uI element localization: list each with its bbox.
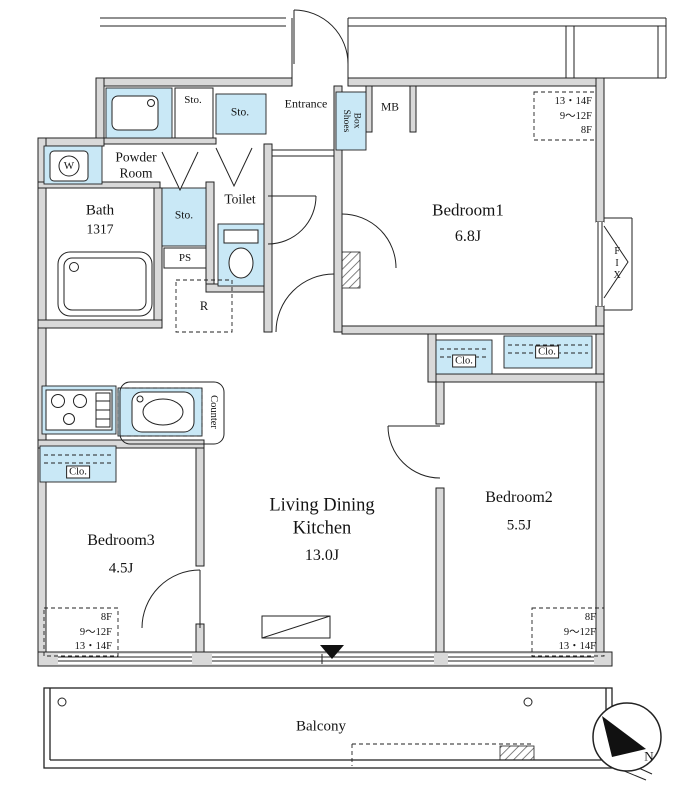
floor-annotation-bottom-right: 8F 9〜12F 13・14F [534,611,596,655]
floor-annotation-top-right: 13・14F 9〜12F 8F [534,95,592,139]
windows [58,217,633,664]
fix-window-bay [603,217,633,311]
annotation-box-bottom-left [43,607,119,657]
refrigerator-label: R [199,299,209,313]
ldk-label-line2: Kitchen [292,518,352,539]
annotation-line: 8F [100,612,112,623]
ldk-size: 13.0J [304,547,340,565]
washbasin-icon [111,95,159,131]
counter-label: Counter [207,395,219,429]
storage-label-3: Sto. [174,209,194,222]
doors [141,9,441,629]
washer-label: W [63,159,75,172]
bath-size: 1317 [86,221,114,237]
compass-needle-icon [602,716,646,757]
toilet-icon [223,229,259,244]
compass [592,702,662,772]
bedroom3-label: Bedroom3 [87,532,155,550]
fix-window-label: FIX [611,246,623,282]
bedroom1-size: 6.8J [454,228,482,246]
floor-annotation-bottom-left: 8F 9〜12F 13・14F [46,611,112,655]
annotation-line: 9〜12F [79,626,112,638]
toilet-label: Toilet [224,191,256,207]
annotation-box-top-right [533,91,597,141]
bedroom1-label: Bedroom1 [432,200,504,220]
storage-label-1: Sto. [184,93,202,106]
entry-direction-marker [320,645,344,659]
annotation-line: 13・14F [554,96,592,107]
annotation-line: 13・14F [74,641,112,652]
annotation-line: 8F [580,125,592,136]
hatched-elements [341,251,535,761]
compass-north-label: N [644,748,654,764]
balcony-label: Balcony [296,718,346,735]
pipe-space-label: PS [178,251,192,264]
shoes-box-label: Shoes Box [340,109,362,133]
bedroom3-size: 4.5J [108,560,134,577]
bifold-door-2 [215,147,253,188]
bath-label: Bath [85,202,115,219]
closet-label-3: Clo. [535,345,559,359]
fixtures-white [45,87,331,639]
shoes-box-label-line1: Shoes [341,109,351,133]
refrigerator-space [175,279,233,333]
entrance-door-arc [293,9,349,65]
storage-label-2: Sto. [230,106,250,119]
closet-label-2: Clo. [452,354,476,368]
ldk-door-arc [275,273,335,333]
bedroom1-door-arc [341,213,397,269]
bedroom3-door-arc [141,569,201,629]
entrance-label: Entrance [284,96,328,111]
annotation-line: 9〜12F [559,110,592,122]
meter-box-label: MB [381,101,399,114]
pipe-space-box [163,247,207,269]
annotation-box-bottom-right [531,607,605,657]
bedroom2-size: 5.5J [506,517,532,534]
balcony-drain [499,745,535,761]
pillar [341,251,361,289]
bedroom2-label: Bedroom2 [485,489,553,507]
bedroom2-door-arc [387,425,441,479]
toilet-door-arc [267,195,317,245]
powder-room-label-line1: Powder [115,149,157,165]
shoes-box-label-line2: Box [351,113,362,129]
bifold-door-1 [161,151,199,192]
annotation-line: 13・14F [558,641,596,652]
annotation-line: 9〜12F [563,626,596,638]
counter-outline [119,381,225,445]
storage-top-box [174,87,214,139]
closet-label-1: Clo. [66,465,90,479]
powder-room-label-line2: Room [119,165,153,181]
annotation-line: 8F [584,612,596,623]
ldk-label-line1: Living Dining [269,495,375,516]
